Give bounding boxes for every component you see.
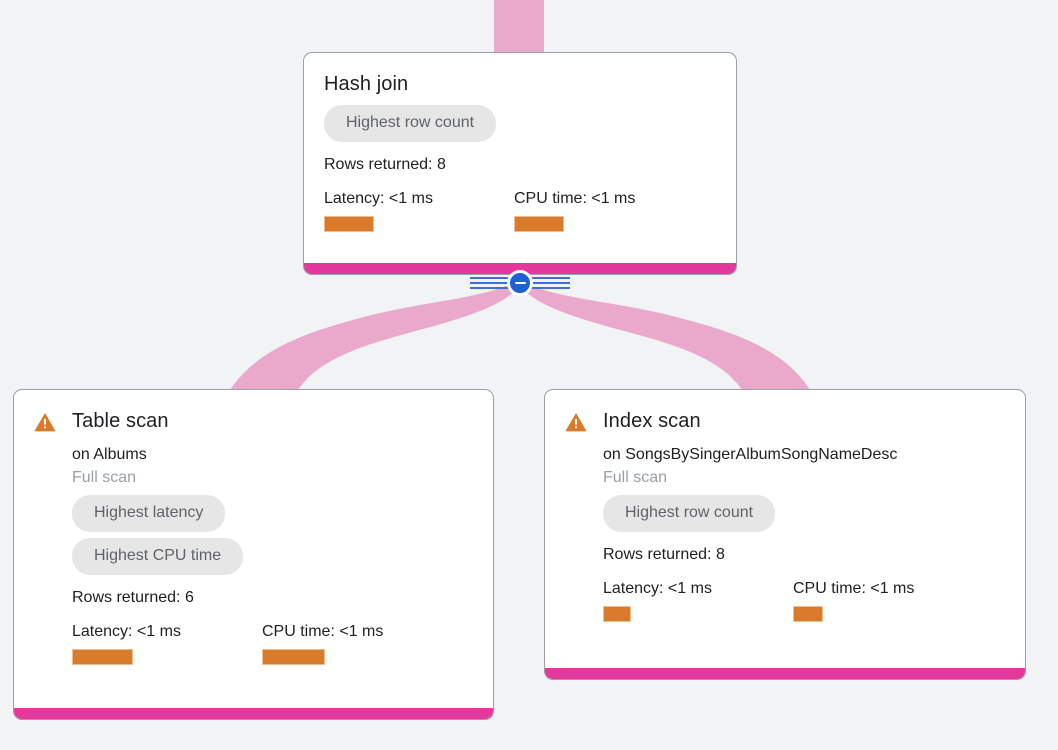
node-hash-join[interactable]: Hash join Highest row count Rows returne… [303,52,737,275]
node-accent-bar [545,668,1025,679]
chip-highest-latency[interactable]: Highest latency [72,495,226,532]
node-metrics: Latency: <1 ms CPU time: <1 ms [324,188,716,232]
edge-parent-to-hash-join [494,0,544,54]
node-table-scan[interactable]: Table scan on Albums Full scan Highest l… [13,389,494,720]
metric-latency-label: Latency: <1 ms [603,580,712,597]
node-title: Index scan [603,410,701,432]
chip-highest-row-count[interactable]: Highest row count [324,105,497,142]
node-metrics: Latency: <1 ms CPU time: <1 ms [72,621,473,665]
edge-hash-join-to-table-scan [230,286,516,390]
node-rows-returned: Rows returned: 8 [324,156,446,173]
metric-latency: Latency: <1 ms [72,621,262,665]
metric-cpu-label: CPU time: <1 ms [262,623,384,640]
metric-cpu-bar [514,216,564,232]
node-metrics: Latency: <1 ms CPU time: <1 ms [603,578,1005,622]
metric-latency-bar [603,606,631,622]
node-chip-list: Highest row count [603,495,1005,538]
node-chip-list: Highest latency Highest CPU time [72,495,473,581]
metric-latency-bar [324,216,374,232]
metric-cpu: CPU time: <1 ms [514,188,635,232]
metric-cpu: CPU time: <1 ms [262,621,383,665]
node-subtitle-scan-type: Full scan [603,469,668,486]
minus-circle-icon[interactable] [507,270,533,296]
node-subtitle-target: on SongsBySingerAlbumSongNameDesc [603,446,898,463]
metric-cpu-bar [793,606,823,622]
chip-highest-row-count[interactable]: Highest row count [603,495,776,532]
node-rows-returned: Rows returned: 8 [603,546,725,563]
edge-hash-join-to-index-scan [524,286,810,390]
metric-cpu-bar [262,649,325,665]
metric-latency-label: Latency: <1 ms [324,190,433,207]
warning-triangle-icon [34,413,56,432]
collapse-toggle-group[interactable] [470,270,570,296]
warning-triangle-icon [565,413,587,432]
node-title: Hash join [324,73,409,95]
metric-cpu-label: CPU time: <1 ms [514,190,636,207]
metric-latency-bar [72,649,133,665]
node-chip-list: Highest row count [324,105,716,148]
metric-cpu-label: CPU time: <1 ms [793,580,915,597]
node-subtitle-scan-type: Full scan [72,469,137,486]
node-accent-bar [14,708,493,719]
node-title: Table scan [72,410,169,432]
metric-latency-label: Latency: <1 ms [72,623,181,640]
metric-cpu: CPU time: <1 ms [793,578,914,622]
metric-latency: Latency: <1 ms [603,578,793,622]
node-subtitle-target: on Albums [72,446,147,463]
metric-latency: Latency: <1 ms [324,188,514,232]
node-index-scan[interactable]: Index scan on SongsBySingerAlbumSongName… [544,389,1026,680]
node-accent-bar [304,263,736,274]
chip-highest-cpu-time[interactable]: Highest CPU time [72,538,244,575]
minus-glyph [514,281,526,285]
node-rows-returned: Rows returned: 6 [72,589,194,606]
